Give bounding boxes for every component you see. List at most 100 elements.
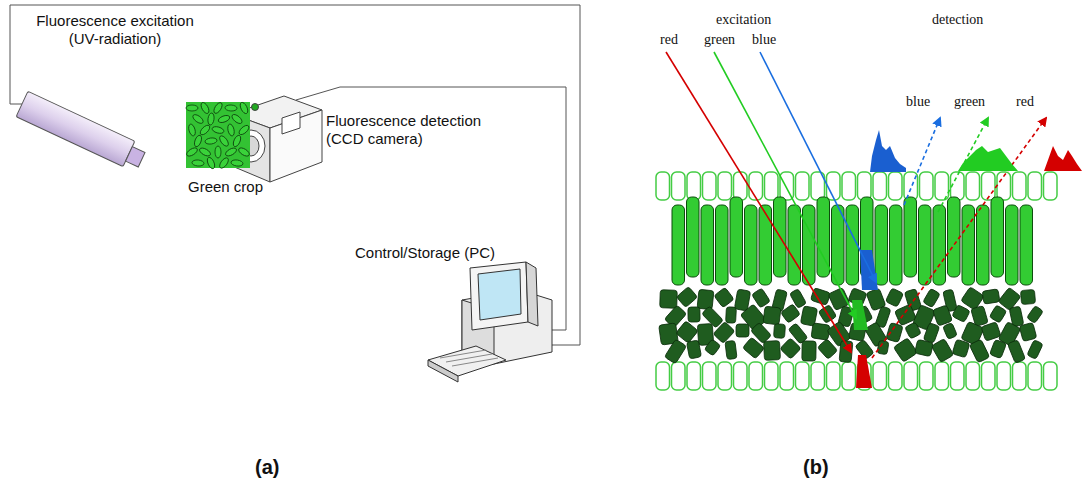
caption-label: detection [932, 12, 983, 29]
epidermis-cell [718, 172, 732, 200]
crop-leaf [185, 146, 198, 157]
spongy-cell [923, 288, 941, 307]
caption-label: green [704, 32, 735, 49]
crop-leaf [193, 134, 203, 147]
epidermis-cell [703, 362, 717, 390]
spongy-cell [933, 305, 953, 326]
epidermis-cell [873, 172, 887, 200]
spongy-cell [781, 304, 801, 323]
epidermis-cell [827, 362, 841, 390]
epidermis-cell [966, 362, 980, 390]
epidermis-cell [858, 172, 872, 200]
palisade-cell [904, 197, 917, 277]
red-emission [856, 355, 872, 388]
epidermis-cell [780, 362, 794, 390]
red-excitation-arrow [666, 52, 851, 352]
crop-leaf [199, 101, 210, 114]
spongy-cell [713, 322, 735, 344]
crop-leaf [237, 146, 250, 157]
spongy-cell [697, 289, 714, 309]
epidermis-cell [1028, 172, 1042, 200]
spongy-cell [688, 307, 700, 322]
spongy-cell [1019, 322, 1037, 341]
spongy-cell [817, 339, 837, 360]
spongy-cell [676, 321, 699, 344]
spongy-cell [952, 339, 970, 357]
palisade-cell [745, 205, 758, 285]
green-crop [185, 101, 250, 169]
crop-leaf [239, 101, 250, 114]
blue-detection-arrow [904, 118, 940, 205]
spongy-cell [676, 286, 697, 307]
spongy-cell [714, 287, 734, 307]
crop-leaf [191, 113, 204, 125]
crop-leaf [230, 113, 243, 125]
crop-leaf [215, 146, 221, 158]
uv-lamp [16, 91, 147, 172]
red-detection-arrow [872, 118, 1046, 358]
crop-leaf [232, 134, 242, 147]
palisade-cell [875, 205, 888, 285]
crop-leaf [186, 105, 198, 111]
palisade-cell [991, 197, 1004, 277]
palisade-cell [716, 205, 729, 285]
palisade-cell [1006, 205, 1019, 285]
palisade-cell [933, 205, 946, 285]
epidermis-cell [920, 362, 934, 390]
crop-leaf [205, 137, 218, 145]
panel-label: (a) [255, 455, 279, 479]
caption-label: Fluorescence excitation (UV-radiation) [30, 12, 200, 48]
spongy-cell [725, 340, 737, 359]
spongy-cell [931, 339, 953, 363]
epidermis-cell [656, 362, 670, 390]
epidermis-cell [951, 362, 965, 390]
crop-leaf [227, 123, 236, 136]
wire [296, 87, 566, 330]
epidermis-cell [982, 362, 996, 390]
spongy-cell [704, 339, 721, 356]
palisade-cell [788, 205, 801, 285]
epidermis-cell [935, 172, 949, 200]
palisade-cell [803, 205, 816, 285]
caption-label: red [1016, 94, 1034, 111]
epidermis-cell [1013, 362, 1027, 390]
panel-label: (b) [803, 455, 829, 479]
epidermis-cell [811, 362, 825, 390]
crop-leaf [199, 124, 212, 137]
spongy-cell [1027, 305, 1044, 323]
palisade-cell [687, 197, 700, 277]
epidermis-cell [1028, 362, 1042, 390]
palisade-cell [962, 205, 975, 285]
palisade-cell [730, 197, 743, 277]
epidermis-cell [982, 172, 996, 200]
palisade-cell [890, 205, 903, 285]
spongy-cell [877, 340, 889, 354]
spongy-cell [905, 322, 922, 339]
epidermis-cell [765, 362, 779, 390]
caption-label: blue [906, 94, 930, 111]
epidermis-cell [749, 172, 763, 200]
epidermis-cell [1044, 362, 1058, 390]
epidermis-cell [997, 362, 1011, 390]
spongy-cell [893, 338, 917, 362]
palisade-cell [977, 205, 990, 285]
crop-leaf [211, 125, 224, 134]
green-spectrum [958, 146, 1018, 171]
spongy-cell [989, 305, 1006, 323]
blue-spectrum [870, 130, 906, 172]
spongy-cell [923, 323, 939, 344]
epidermis-cell [687, 172, 701, 200]
spongy-cell [752, 288, 771, 308]
caption-label: green [954, 94, 985, 111]
epidermis-cell [796, 362, 810, 390]
spongy-cell [990, 339, 1007, 358]
palisade-cell [1020, 205, 1033, 285]
crop-leaf [198, 146, 211, 157]
crop-leaf [207, 113, 215, 126]
crop-leaf [238, 124, 251, 136]
epidermis-cell [873, 362, 887, 390]
caption-label: Fluorescence detection (CCD camera) [326, 112, 491, 148]
epidermis-cell [1044, 172, 1058, 200]
palisade-cell [759, 205, 772, 285]
